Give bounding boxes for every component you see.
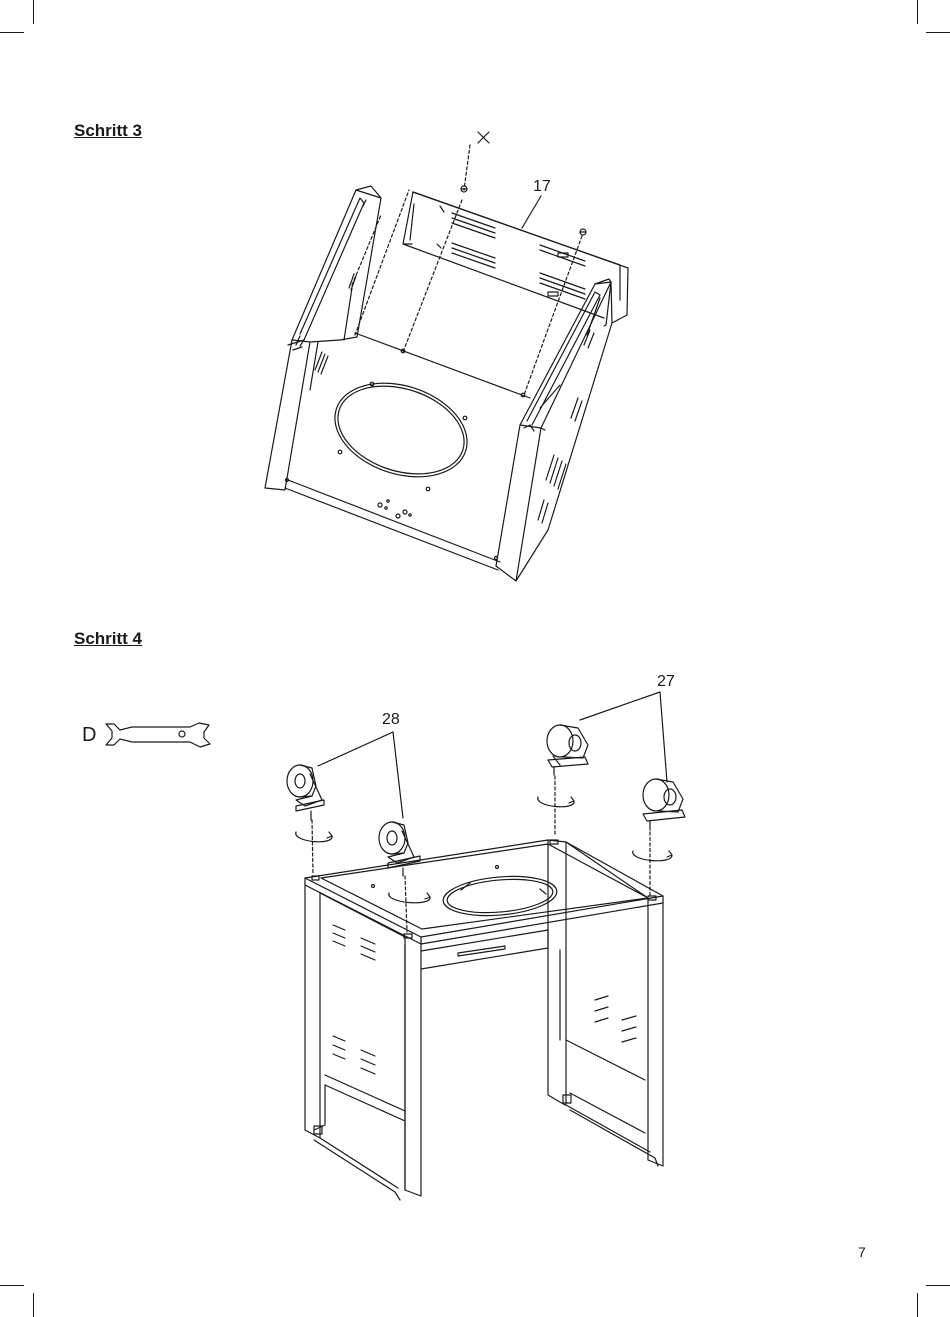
- cart-left-side-panel: [305, 885, 421, 1200]
- caster-wheel-icon-rear-left: [547, 725, 588, 775]
- rotation-arrow-1: [296, 832, 332, 842]
- step-4-cart-frame-diagram: [0, 0, 950, 1230]
- crop-mark-bottom-left-vertical: [33, 1293, 34, 1317]
- callout-leader-28: [318, 732, 403, 818]
- crop-mark-bottom-right-horizontal: [926, 1285, 950, 1286]
- rotation-arrow-2: [389, 893, 430, 903]
- caster-guide-line-1: [312, 820, 313, 874]
- caster-wheel-icon-front-left: [287, 765, 324, 820]
- rotation-arrow-4: [633, 851, 672, 861]
- caster-guide-line-2: [405, 876, 407, 932]
- cart-right-side-panel: [548, 842, 663, 1166]
- callout-leader-27: [580, 692, 667, 782]
- cart-rear-crossbar: [421, 930, 548, 969]
- cart-top-frame: [305, 840, 663, 944]
- rotation-arrow-3: [538, 797, 574, 807]
- caster-wheel-icon-rear-right: [643, 779, 685, 830]
- crop-mark-bottom-left-horizontal: [0, 1285, 24, 1286]
- crop-mark-bottom-right-vertical: [917, 1293, 918, 1317]
- page-number: 7: [858, 1244, 866, 1260]
